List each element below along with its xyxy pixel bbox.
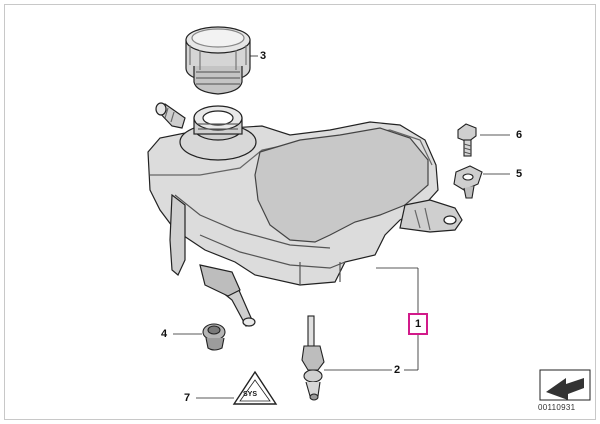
callout-3: 3 — [260, 50, 267, 62]
warning-label-text: SYS — [243, 391, 258, 398]
level-sensor — [301, 315, 325, 401]
expansion-tank — [147, 121, 439, 286]
callout-5: 5 — [516, 168, 523, 180]
arrow-icon — [539, 369, 591, 401]
mounting-bracket — [399, 199, 463, 233]
screw — [457, 123, 477, 157]
radiator-cap — [185, 26, 251, 95]
callout-4: 4 — [161, 328, 168, 340]
callout-2: 2 — [394, 364, 401, 376]
leader-lines — [173, 55, 510, 399]
warning-triangle-icon — [232, 370, 278, 405]
hose-connector — [155, 102, 186, 129]
grommet — [202, 323, 226, 351]
callout-7: 7 — [184, 392, 191, 404]
diagram-frame — [4, 4, 596, 420]
filler-neck — [179, 105, 257, 161]
callout-1-highlighted[interactable]: 1 — [408, 313, 428, 335]
catalog-number: 00110931 — [538, 403, 576, 412]
outlet-pipe — [169, 193, 256, 327]
callout-6: 6 — [516, 129, 523, 141]
clip-nut — [453, 165, 483, 199]
